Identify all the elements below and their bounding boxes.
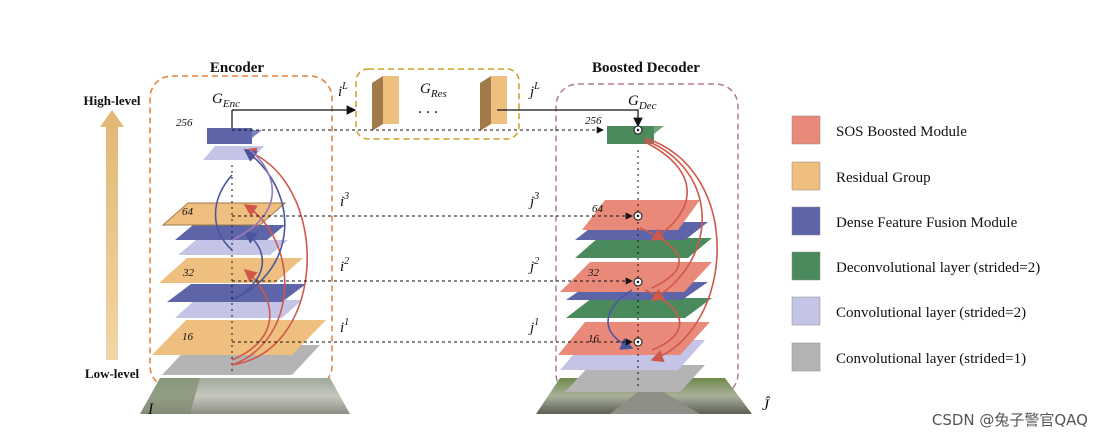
sum-node-1 xyxy=(633,337,643,347)
legend-label-conv-s2: Convolutional layer (strided=2) xyxy=(836,305,1026,321)
enc-rg-32-layer xyxy=(159,258,303,283)
high-level-label: High-level xyxy=(83,93,140,108)
legend-label-deconv: Deconvolutional layer (strided=2) xyxy=(836,260,1040,276)
g-res-label: GRes xyxy=(420,81,447,100)
dec-channel-32: 32 xyxy=(587,267,600,279)
legend-item-conv-s2: Convolutional layer (strided=2) xyxy=(791,296,1026,326)
legend-swatch-sos xyxy=(791,115,821,145)
enc-conv-s2-layer-2 xyxy=(178,240,288,255)
input-label: I xyxy=(147,401,154,418)
residual-box xyxy=(355,68,520,140)
legend-swatch-conv-s1 xyxy=(791,342,821,372)
skip-label-i3: i3 xyxy=(340,191,349,210)
dec-channel-64: 64 xyxy=(592,203,604,215)
legend-swatch-conv-s2 xyxy=(791,296,821,326)
skip-label-j3: j3 xyxy=(528,191,539,210)
legend-item-residual: Residual Group xyxy=(791,161,931,191)
enc-channel-256: 256 xyxy=(176,117,193,129)
dec-dense-link-5 xyxy=(644,289,681,351)
dec-channel-256: 256 xyxy=(585,115,602,127)
skip-label-j2: j2 xyxy=(528,256,539,275)
legend-label-conv-s1: Convolutional layer (strided=1) xyxy=(836,351,1026,367)
encoder-title: Encoder xyxy=(210,60,265,76)
enc-channel-64: 64 xyxy=(182,206,194,218)
enc-channel-16: 16 xyxy=(182,331,194,343)
enc-channel-32: 32 xyxy=(182,267,195,279)
dec-dense-link-2 xyxy=(644,139,703,301)
skip-label-i1: i1 xyxy=(340,317,349,336)
skip-label-jL: jL xyxy=(528,81,540,100)
residual-block-left xyxy=(372,76,399,131)
legend-label-sos: SOS Boosted Module xyxy=(836,124,967,140)
sum-node-top xyxy=(633,125,643,135)
enc-dense-link-1 xyxy=(231,147,308,366)
skip-label-i2: i2 xyxy=(340,256,349,275)
dec-channel-16: 16 xyxy=(588,333,600,345)
skip-label-j1: j1 xyxy=(528,317,539,336)
legend-swatch-deconv xyxy=(791,251,821,281)
dec-deconv-layer-2 xyxy=(575,238,712,258)
legend-item-dff: Dense Feature Fusion Module xyxy=(791,206,1018,236)
legend-item-conv-s1: Convolutional layer (strided=1) xyxy=(791,342,1026,372)
enc-dense-link-6 xyxy=(231,149,273,241)
dec-dense-link-6 xyxy=(639,227,680,289)
legend-swatch-residual xyxy=(791,161,821,191)
dec-conv-s1-layer xyxy=(565,365,705,392)
res-to-dec-arrow xyxy=(497,109,643,128)
enc-dense-link-5 xyxy=(231,231,264,301)
input-image xyxy=(140,378,350,414)
g-enc-label: GEnc xyxy=(212,91,240,110)
dec-dense-link-1 xyxy=(644,137,718,363)
dec-deconv-layer-1 xyxy=(566,298,712,318)
legend-item-sos: SOS Boosted Module xyxy=(791,115,967,145)
enc-dff-layer-top xyxy=(207,128,252,144)
dec-sos-32-layer xyxy=(560,262,712,292)
sum-node-3 xyxy=(633,211,643,221)
g-dec-label: GDec xyxy=(628,93,657,112)
dec-dense-link-4 xyxy=(607,289,634,350)
enc-dense-link-7 xyxy=(214,174,233,251)
low-level-label: Low-level xyxy=(85,366,140,381)
decoder-title: Boosted Decoder xyxy=(592,60,700,76)
legend-label-dff: Dense Feature Fusion Module xyxy=(836,215,1018,231)
enc-dense-link-2 xyxy=(231,204,286,366)
watermark: CSDN @兔子警官QAQ xyxy=(932,411,1088,429)
enc-dense-link-4 xyxy=(231,149,286,301)
residual-block-right xyxy=(480,76,507,131)
level-arrow xyxy=(100,110,124,360)
enc-rg-16-layer xyxy=(152,320,326,355)
legend-label-residual: Residual Group xyxy=(836,170,931,186)
skip-label-iL: iL xyxy=(338,81,348,100)
residual-dots: . . . xyxy=(418,100,438,117)
enc-dff-layer-1 xyxy=(167,284,306,302)
dec-dense-link-3 xyxy=(644,141,688,241)
legend-item-deconv: Deconvolutional layer (strided=2) xyxy=(791,251,1040,281)
sum-node-2 xyxy=(633,277,643,287)
dec-sos-16-layer xyxy=(558,322,710,355)
legend: SOS Boosted Module Residual Group Dense … xyxy=(791,115,1040,372)
legend-swatch-dff xyxy=(791,206,821,236)
output-label: Ĵ xyxy=(762,395,771,414)
